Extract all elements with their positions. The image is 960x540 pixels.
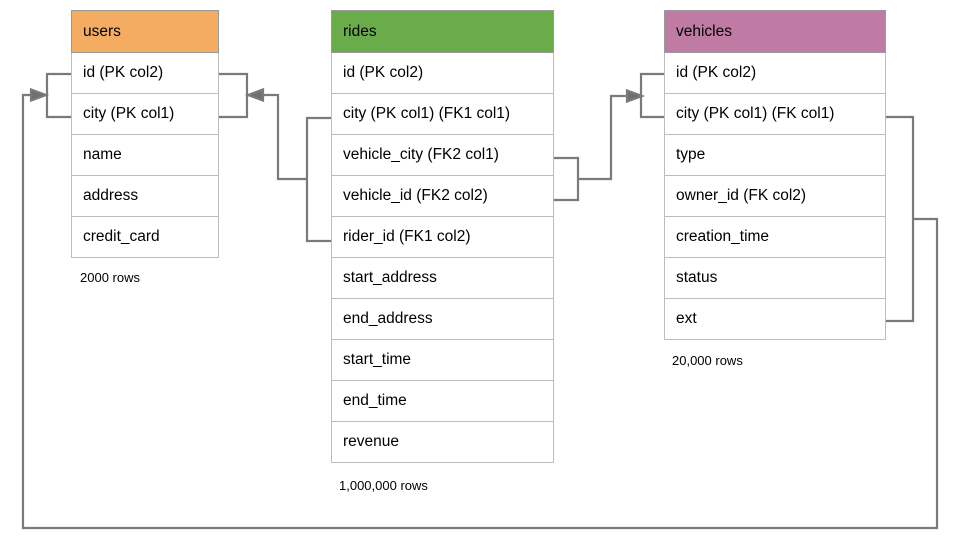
table-row[interactable]: id (PK col2) xyxy=(331,53,554,94)
table-vehicles-row-count: 20,000 rows xyxy=(672,353,743,368)
table-rides[interactable]: rides id (PK col2) city (PK col1) (FK1 c… xyxy=(331,10,554,463)
column-label: vehicle_city (FK2 col1) xyxy=(343,146,499,163)
arrowhead-to-users-left-outer xyxy=(29,87,50,103)
table-users[interactable]: users id (PK col2) city (PK col1) name a… xyxy=(71,10,219,258)
table-users-columns: id (PK col2) city (PK col1) name address… xyxy=(71,53,219,258)
table-vehicles-header: vehicles xyxy=(664,10,886,53)
column-label: city (PK col1) xyxy=(83,105,175,122)
column-label: type xyxy=(676,146,706,163)
column-label: status xyxy=(676,269,718,286)
column-label: credit_card xyxy=(83,228,160,245)
table-rides-columns: id (PK col2) city (PK col1) (FK1 col1) v… xyxy=(331,53,554,463)
column-label: end_time xyxy=(343,392,407,409)
table-row[interactable]: status xyxy=(664,258,886,299)
table-row[interactable]: name xyxy=(71,135,219,176)
table-row[interactable]: city (PK col1) xyxy=(71,94,219,135)
table-row[interactable]: vehicle_city (FK2 col1) xyxy=(331,135,554,176)
column-label: vehicle_id (FK2 col2) xyxy=(343,187,488,204)
table-rides-title: rides xyxy=(343,22,377,40)
table-users-row-count: 2000 rows xyxy=(80,270,140,285)
connector-rides-vehicle-to-vehicles xyxy=(554,72,664,202)
table-row[interactable]: address xyxy=(71,176,219,217)
table-row[interactable]: id (PK col2) xyxy=(664,53,886,94)
table-row[interactable]: city (PK col1) (FK1 col1) xyxy=(331,94,554,135)
table-users-header: users xyxy=(71,10,219,53)
table-row[interactable]: credit_card xyxy=(71,217,219,258)
arrowhead-to-vehicles-right xyxy=(625,88,646,104)
table-row[interactable]: end_time xyxy=(331,381,554,422)
table-row[interactable]: city (PK col1) (FK col1) xyxy=(664,94,886,135)
column-label: city (PK col1) (FK1 col1) xyxy=(343,105,511,122)
column-label: id (PK col2) xyxy=(83,64,164,81)
arrowhead-to-users-left xyxy=(244,87,265,103)
table-users-title: users xyxy=(83,22,121,40)
column-label: id (PK col2) xyxy=(676,64,757,81)
table-row[interactable]: rider_id (FK1 col2) xyxy=(331,217,554,258)
table-row[interactable]: id (PK col2) xyxy=(71,53,219,94)
column-label: creation_time xyxy=(676,228,770,245)
table-row[interactable]: creation_time xyxy=(664,217,886,258)
column-label: start_address xyxy=(343,269,437,286)
table-rides-row-count: 1,000,000 rows xyxy=(339,478,428,493)
column-label: id (PK col2) xyxy=(343,64,424,81)
table-row[interactable]: start_address xyxy=(331,258,554,299)
column-label: start_time xyxy=(343,351,412,368)
table-rides-header: rides xyxy=(331,10,554,53)
table-vehicles[interactable]: vehicles id (PK col2) city (PK col1) (FK… xyxy=(664,10,886,340)
column-label: address xyxy=(83,187,139,204)
column-label: owner_id (FK col2) xyxy=(676,187,807,204)
column-label: name xyxy=(83,146,122,163)
column-label: city (PK col1) (FK col1) xyxy=(676,105,835,122)
table-vehicles-title: vehicles xyxy=(676,22,732,40)
table-row[interactable]: end_address xyxy=(331,299,554,340)
table-row[interactable]: revenue xyxy=(331,422,554,463)
column-label: rider_id (FK1 col2) xyxy=(343,228,471,245)
column-label: end_address xyxy=(343,310,433,327)
table-row[interactable]: owner_id (FK col2) xyxy=(664,176,886,217)
column-label: ext xyxy=(676,310,697,327)
column-label: revenue xyxy=(343,433,400,450)
table-row[interactable]: vehicle_id (FK2 col2) xyxy=(331,176,554,217)
table-vehicles-columns: id (PK col2) city (PK col1) (FK col1) ty… xyxy=(664,53,886,340)
connector-rides-rider-to-users xyxy=(219,72,331,243)
table-row[interactable]: ext xyxy=(664,299,886,340)
table-row[interactable]: type xyxy=(664,135,886,176)
table-row[interactable]: start_time xyxy=(331,340,554,381)
